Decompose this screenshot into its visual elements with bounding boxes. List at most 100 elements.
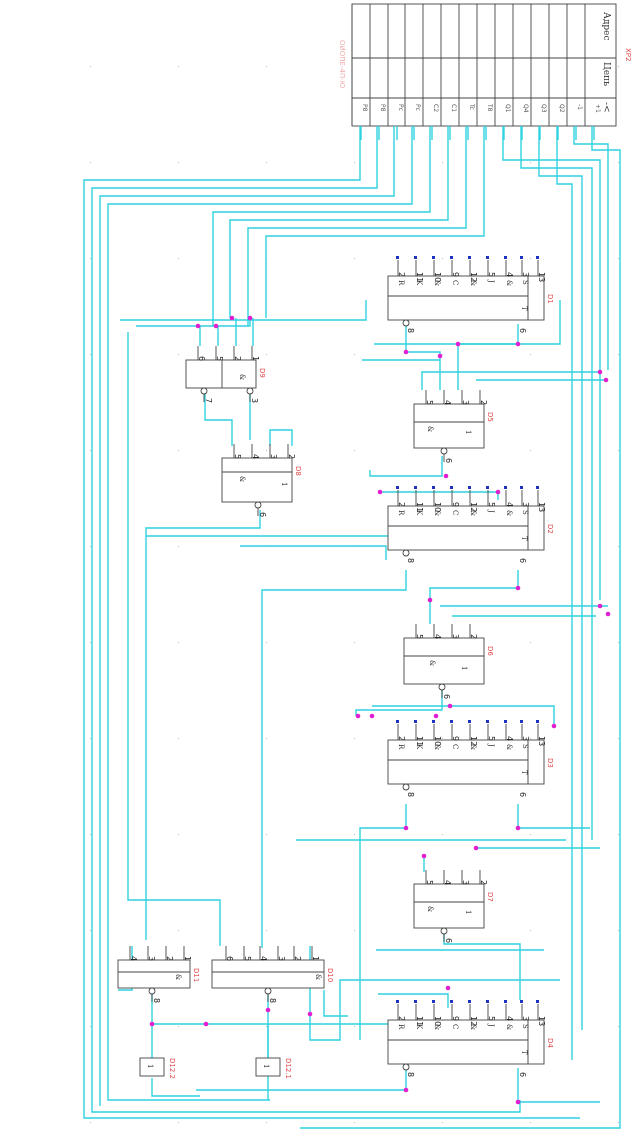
flipflop-pin-number: 12 [469, 736, 478, 746]
gate-inv-bubble [246, 387, 254, 395]
grid-dot [90, 354, 91, 355]
connector-signal-label: Pc [414, 104, 421, 111]
flipflop-pin-marker [504, 486, 507, 489]
flipflop-input-label: K [415, 744, 423, 750]
gate-inv-bubble [264, 987, 272, 995]
grid-dot [530, 738, 531, 739]
gate-body [403, 637, 485, 685]
junction-node [195, 323, 201, 329]
grid-dot [618, 1026, 619, 1027]
flipflop-type-label: T [520, 306, 528, 311]
connector-signal-label: Q1 [504, 104, 511, 113]
flipflop-pin-marker [414, 256, 417, 259]
junction-node [605, 611, 611, 617]
flipflop-pin-number: 10 [433, 1016, 442, 1026]
flipflop-out-pin: 6 [518, 1072, 527, 1077]
grid-dot [266, 66, 267, 67]
connector-signal-label: Pc [397, 104, 404, 111]
gate-pin-number: 2 [287, 454, 296, 459]
grid-dot [90, 834, 91, 835]
flipflop-inv-bubble [402, 549, 410, 557]
gate-pin-number: 3 [461, 400, 470, 405]
junction-node [515, 1099, 521, 1105]
flipflop-ref: D2 [546, 524, 554, 534]
gate-pin-number: 5 [233, 454, 242, 459]
gate-pin-number: 3 [269, 454, 278, 459]
flipflop-pin-marker [468, 486, 471, 489]
gate-and-symbol: & [174, 974, 182, 980]
grid-dot [530, 1122, 531, 1123]
flipflop-input-label: J [487, 1023, 495, 1027]
flipflop-pin-number: 9 [451, 736, 460, 741]
flipflop-pin-marker [432, 486, 435, 489]
gate-pin-number: 2 [479, 880, 488, 885]
junction-node [149, 1021, 155, 1027]
flipflop-input-label: & [505, 744, 513, 750]
flipflop-type-label: T [520, 536, 528, 541]
gate-and-symbol: & [314, 974, 322, 980]
grid-dot [266, 738, 267, 739]
junction-node [597, 369, 603, 375]
flipflop-pin-marker [486, 486, 489, 489]
grid-dot [178, 930, 179, 931]
flipflop-input-label: & [505, 510, 513, 516]
grid-dot [178, 66, 179, 67]
grid-dot [266, 834, 267, 835]
flipflop-input-label: & [505, 1024, 513, 1030]
gate-ref: D10 [326, 968, 334, 982]
connector-signal-label: T8 [486, 103, 493, 112]
junction-node [427, 597, 433, 603]
junction-node [495, 489, 501, 495]
gate-pin-number: 4 [251, 454, 260, 459]
flipflop-input-label: S [521, 1024, 529, 1029]
flipflop-pin-marker [414, 720, 417, 723]
flipflop-inv-bubble [402, 783, 410, 791]
grid-dot [530, 354, 531, 355]
gate-pin-number: 2 [293, 956, 302, 961]
flipflop-pin-marker [520, 720, 523, 723]
grid-dot [354, 162, 355, 163]
gate-out-pin: 8 [268, 998, 277, 1003]
connector-signal-label: C2 [432, 104, 439, 112]
junction-node [437, 353, 443, 359]
flipflop-pin-number: 10 [433, 736, 442, 746]
grid-dot [266, 450, 267, 451]
gate-and-symbol: & [428, 660, 436, 666]
connector-marker: -< [601, 102, 611, 113]
flipflop-pin-marker [536, 720, 539, 723]
gate-body [221, 457, 293, 503]
gate-inv-bubble [440, 447, 448, 455]
grid-dot [90, 66, 91, 67]
inverter-body [139, 1057, 165, 1077]
grid-dot [442, 738, 443, 739]
junction-node [603, 377, 609, 383]
flipflop-input-label: J [487, 743, 495, 747]
flipflop-body [387, 275, 545, 321]
flipflop-ref: D1 [546, 294, 554, 304]
flipflop-pin-number: 5 [487, 502, 496, 507]
flipflop-pin-number: 4 [505, 1016, 514, 1021]
flipflop-pin-marker [536, 1000, 539, 1003]
junction-node [377, 489, 383, 495]
flipflop-body [387, 1019, 545, 1065]
junction-nodes [149, 315, 611, 1105]
gate-inv-bubble [440, 927, 448, 935]
flipflop-ref: D4 [546, 1038, 554, 1048]
gate-body [185, 359, 257, 389]
junction-node [433, 713, 439, 719]
gate-pin-number: 2 [469, 634, 478, 639]
flipflop-input-label: K [415, 1024, 423, 1030]
flipflop-pin-marker [520, 1000, 523, 1003]
flipflop-pin-number: 11 [415, 736, 424, 746]
grid-dot [90, 930, 91, 931]
gate-pin-number: 3 [277, 956, 286, 961]
junction-node [369, 713, 375, 719]
